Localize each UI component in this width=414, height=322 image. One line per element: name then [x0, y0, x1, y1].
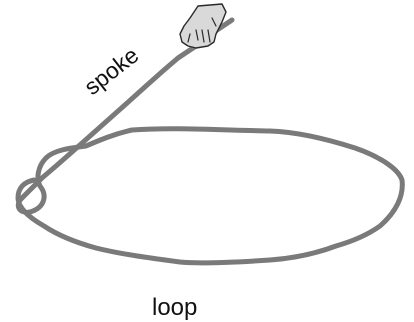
loop-label: loop	[152, 294, 197, 321]
spoke-rope	[19, 17, 235, 201]
spoke-label: spoke	[79, 42, 143, 100]
hand-gripping-rope-icon	[179, 3, 227, 49]
hand-palm	[179, 3, 227, 49]
hand-thumb-line	[211, 17, 217, 27]
hand-finger-lines	[187, 29, 211, 43]
loop-rope	[15, 126, 405, 266]
